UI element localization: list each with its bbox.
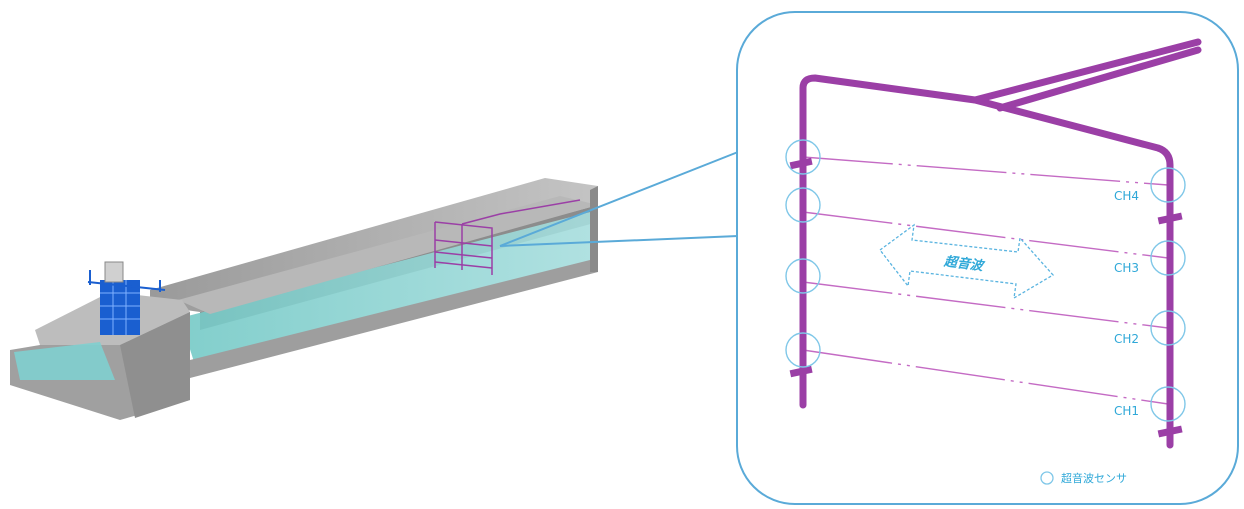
channel-front-wall [190,258,598,378]
sensor-right-1 [1150,386,1186,422]
channel-front-wall-top [178,196,598,314]
mini-sensor-frame [434,199,581,275]
path-ch3 [802,211,1169,259]
pipe-brackets [789,157,1183,438]
gate-railing [87,270,166,292]
inlet-water [14,342,115,380]
ultrasonic-arrow: 超音波 [879,223,1055,300]
channel-label-ch3: CH3 [1114,261,1139,275]
channel-label-ch1: CH1 [1114,404,1139,418]
channel-water [180,210,598,365]
pipe-frame [799,38,1202,449]
channel-end-face [590,186,598,272]
inlet-wing-wall [120,312,190,418]
sensor-right-4 [1150,167,1186,203]
legend-sensor-icon [1040,471,1054,485]
sensor-left-4 [785,139,821,175]
sensor-left-2 [785,258,821,294]
channel-illustration [10,178,598,420]
path-ch4 [802,156,1169,186]
ultrasonic-label: 超音波 [942,253,987,274]
path-ch2 [802,281,1169,329]
callout-lines [499,151,739,247]
sensor-paths [802,156,1169,405]
pipe-branch-1 [971,38,1202,104]
gate-hoist [104,261,124,283]
sensor-left-1 [785,332,821,368]
pipe-branch-2 [996,46,1202,112]
detail-panel: CH4 CH3 CH2 CH1 超音波 超音波センサ [736,11,1239,505]
legend: 超音波センサ [1040,471,1127,485]
gate-frame [100,280,140,335]
sensor-right-2 [1150,310,1186,346]
gate-grid [100,280,140,335]
sensor-circles [785,139,1186,422]
legend-label: 超音波センサ [1061,471,1127,485]
sensor-left-3 [785,187,821,223]
sensor-right-3 [1150,240,1186,276]
ultrasonic-arrow-shape [879,223,1055,300]
channel-label-ch2: CH2 [1114,332,1139,346]
path-ch1 [802,349,1169,405]
channel-label-ch4: CH4 [1114,189,1139,203]
